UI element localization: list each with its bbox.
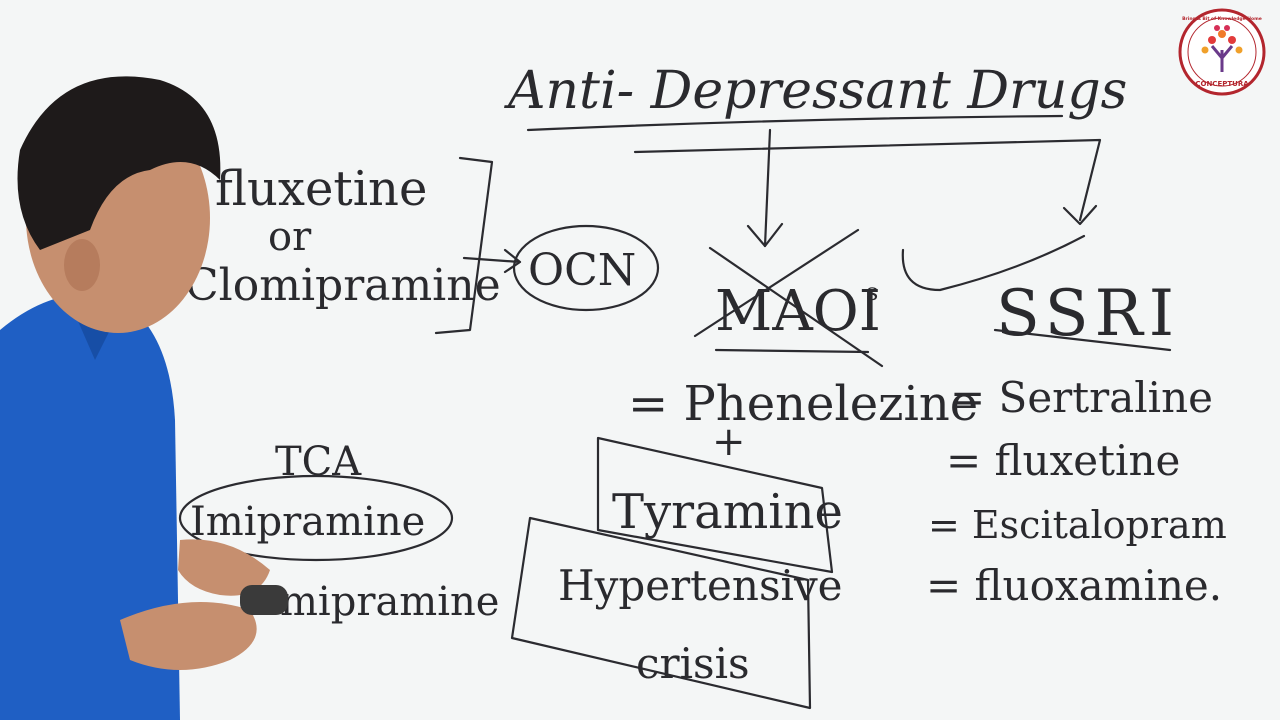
drug-clomipramine: Clomipramine (185, 260, 501, 311)
maoi-heading: MAOI (715, 279, 881, 344)
board-title: Anti- Depressant Drugs (504, 61, 1127, 121)
ssri-item-1: = Sertraline (950, 373, 1213, 422)
title-underline (526, 114, 1064, 132)
ssri-underline (993, 328, 1172, 352)
tca-item-1: Imipramine (190, 499, 425, 545)
ocn-label: OCN (528, 245, 636, 296)
check-mark-icon (901, 234, 1086, 292)
drug-fluxetine-left: fluxetine (215, 161, 427, 217)
branch-line (633, 138, 1102, 222)
logo-inner-ring (1187, 17, 1257, 87)
conceptura-logo: CONCEPTURA Bring A Bit of Knowledge Home (1178, 8, 1266, 96)
tyramine-label: Tyramine (612, 484, 843, 540)
ssri-item-3: = Escitalopram (928, 503, 1227, 547)
arrow-to-maoi (763, 128, 772, 248)
marker-cap (240, 585, 288, 615)
presenter-ear (64, 239, 100, 291)
hypertensive-box (510, 516, 812, 710)
tyramine-box (596, 436, 834, 574)
outcome-line-2: crisis (636, 639, 750, 688)
ssri-item-2: = fluxetine (946, 436, 1180, 485)
presenter-hand-upper (178, 539, 270, 596)
presenter-shirt (0, 294, 180, 720)
tree-icon (1201, 25, 1243, 72)
right-bracket (434, 156, 494, 335)
or-word: or (268, 214, 312, 260)
maoi-underline (714, 348, 870, 354)
presenter-hair (17, 76, 221, 250)
arrow-head-ssri (1062, 204, 1098, 226)
ssri-heading: SSRI (996, 277, 1180, 351)
logo-tagline: Bring A Bit of Knowledge Home (1182, 16, 1262, 22)
ocn-oval (512, 224, 660, 312)
presenter (0, 76, 288, 720)
ssri-item-4: = fluoxamine. (926, 561, 1222, 610)
arrow-head-maoi (746, 222, 784, 248)
presenter-hand (120, 602, 257, 670)
plus-sign: + (712, 419, 746, 465)
imipramine-oval (178, 474, 454, 562)
arrow-to-ocn (462, 248, 522, 274)
maoi-cross-line-2 (693, 228, 860, 338)
maoi-example: = Phenelezine (628, 376, 978, 432)
maoi-superscript: s (866, 278, 878, 306)
logo-brand: CONCEPTURA (1195, 80, 1249, 88)
outcome-line-1: Hypertensive (558, 561, 843, 610)
tca-item-2: mipramine (280, 579, 499, 625)
maoi-cross-line-1 (708, 246, 884, 368)
